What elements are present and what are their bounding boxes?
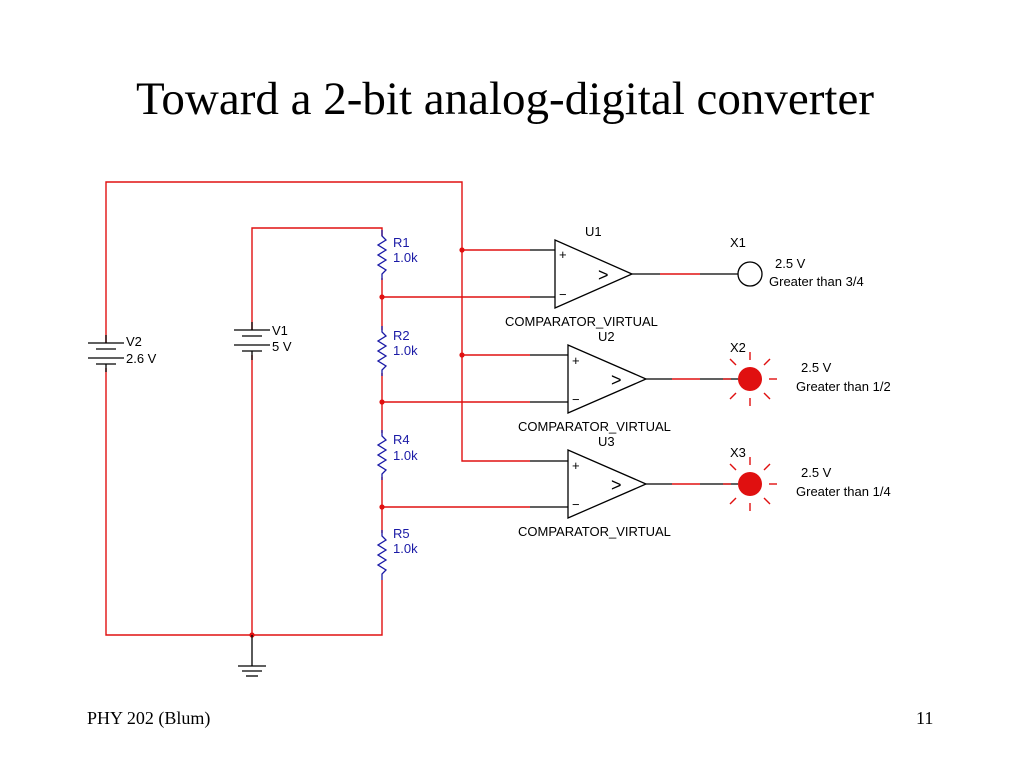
- u2-name: U2: [598, 329, 615, 344]
- battery-v2-icon: [88, 335, 124, 372]
- u3-model: COMPARATOR_VIRTUAL: [518, 524, 671, 539]
- r2-name: R2: [393, 328, 410, 343]
- probe-x1-off-icon: [737, 261, 763, 287]
- u3-minus: −: [572, 497, 580, 512]
- x1-voltage: 2.5 V: [775, 256, 806, 271]
- probe-x3-lit-icon: [723, 457, 777, 511]
- x2-voltage: 2.5 V: [801, 360, 832, 375]
- x3-label: Greater than 1/4: [796, 484, 891, 499]
- u3-plus: +: [572, 458, 580, 473]
- u1-name: U1: [585, 224, 602, 239]
- u3-name: U3: [598, 434, 615, 449]
- resistor-r2-icon: [376, 326, 388, 376]
- v2-name: V2: [126, 334, 142, 349]
- x1-label: Greater than 3/4: [769, 274, 864, 289]
- x2-name: X2: [730, 340, 746, 355]
- page-number: 11: [916, 708, 934, 728]
- r1-name: R1: [393, 235, 410, 250]
- footer-course: PHY 202 (Blum): [87, 708, 211, 728]
- u2-symbol: >: [611, 370, 622, 390]
- resistor-r4-icon: [376, 430, 388, 480]
- r5-name: R5: [393, 526, 410, 541]
- resistor-r1-icon: [376, 230, 388, 280]
- v1-value: 5 V: [272, 339, 292, 354]
- comparator-u3-icon: [530, 449, 738, 519]
- x3-voltage: 2.5 V: [801, 465, 832, 480]
- x3-name: X3: [730, 445, 746, 460]
- r4-value: 1.0k: [393, 448, 418, 463]
- comparator-u1-icon: [530, 239, 738, 309]
- v1-name: V1: [272, 323, 288, 338]
- supply-wires: [251, 227, 530, 635]
- r2-value: 1.0k: [393, 343, 418, 358]
- probe-x2-lit-icon: [723, 352, 777, 406]
- u1-minus: −: [559, 287, 567, 302]
- u1-model: COMPARATOR_VIRTUAL: [505, 314, 658, 329]
- v2-value: 2.6 V: [126, 351, 157, 366]
- r4-name: R4: [393, 432, 410, 447]
- x2-label: Greater than 1/2: [796, 379, 891, 394]
- u2-minus: −: [572, 392, 580, 407]
- resistor-r5-icon: [376, 530, 388, 580]
- ground-icon: [238, 635, 266, 677]
- x1-name: X1: [730, 235, 746, 250]
- u2-model: COMPARATOR_VIRTUAL: [518, 419, 671, 434]
- r5-value: 1.0k: [393, 541, 418, 556]
- slide-title: Toward a 2-bit analog-digital converter: [136, 73, 874, 125]
- u2-plus: +: [572, 353, 580, 368]
- u1-symbol: >: [598, 265, 609, 285]
- comparator-u2-icon: [530, 344, 738, 414]
- u1-plus: +: [559, 247, 567, 262]
- reference-wires: [105, 181, 530, 636]
- junction-dots: [249, 247, 465, 638]
- u3-symbol: >: [611, 475, 622, 495]
- r1-value: 1.0k: [393, 250, 418, 265]
- battery-v1-icon: [234, 322, 270, 360]
